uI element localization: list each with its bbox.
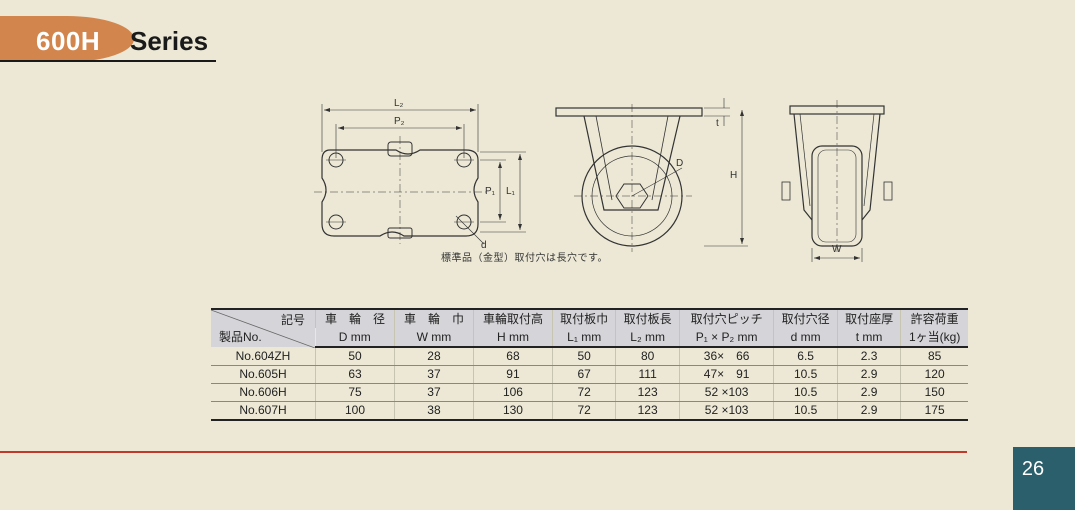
col-header-bottom: d mm <box>773 328 838 348</box>
table-cell: 38 <box>393 401 474 421</box>
label-t: t <box>716 118 719 129</box>
table-cell: 150 <box>900 383 968 402</box>
page-number-box <box>1013 447 1075 510</box>
table-cell: 63 <box>315 365 395 384</box>
table-cell: 52 ×103 <box>678 383 774 402</box>
product-no-cell: No.605H <box>211 365 316 384</box>
spec-table: 記号 製品No. 車 輪 径 車 輪 巾 車輪取付高 取付板巾 取付板長 取付穴… <box>211 308 968 421</box>
col-header-bottom: H mm <box>472 328 553 348</box>
label-p1: P₁ <box>485 186 496 197</box>
table-cell: 106 <box>472 383 553 402</box>
col-header-top: 車 輪 径 <box>315 308 395 328</box>
col-header-top: 許容荷重 <box>900 308 968 328</box>
col-header-bottom: P₁ × P₂ mm <box>678 328 774 348</box>
col-header-top: 車輪取付高 <box>472 308 553 328</box>
col-header-bottom: 1ヶ当(kg) <box>900 328 968 348</box>
label-p2: P₂ <box>394 116 405 127</box>
table-cell: 123 <box>615 401 680 421</box>
table-cell: 28 <box>393 347 474 366</box>
table-cell: 37 <box>393 365 474 384</box>
col-header-bottom: L₂ mm <box>615 328 680 348</box>
title-underline <box>0 60 216 62</box>
table-cell: 2.9 <box>836 401 901 421</box>
series-badge <box>0 16 134 62</box>
table-cell: 123 <box>615 383 680 402</box>
col-header-bottom: L₁ mm <box>551 328 616 348</box>
series-word: Series <box>130 26 209 56</box>
table-cell: 37 <box>393 383 474 402</box>
table-cell: 67 <box>551 365 616 384</box>
plan-view-drawing <box>314 104 526 245</box>
col-header-top: 取付座厚 <box>836 308 901 328</box>
table-cell: 100 <box>315 401 395 421</box>
table-header-row-bottom: D mm W mm H mm L₁ mm L₂ mm P₁ × P₂ mm d … <box>211 328 968 348</box>
table-cell: 2.9 <box>836 365 901 384</box>
label-l2: L₂ <box>394 98 404 109</box>
product-no-cell: No.607H <box>211 401 316 421</box>
product-no-cell: No.606H <box>211 383 316 402</box>
label-d-wheel: D <box>676 158 683 169</box>
col-header-top: 車 輪 巾 <box>393 308 474 328</box>
corner-bottom-label: 製品No. <box>219 330 262 344</box>
table-cell: 6.5 <box>773 347 838 366</box>
table-cell: 72 <box>551 383 616 402</box>
col-header-top: 取付穴径 <box>773 308 838 328</box>
table-cell: 91 <box>472 365 553 384</box>
table-cell: 175 <box>900 401 968 421</box>
col-header-bottom: t mm <box>836 328 901 348</box>
col-header-top: 取付板長 <box>615 308 680 328</box>
table-cell: 10.5 <box>773 401 838 421</box>
corner-diagonal <box>211 310 315 348</box>
table-cell: 68 <box>472 347 553 366</box>
table-cell: 10.5 <box>773 365 838 384</box>
table-cell: 52 ×103 <box>678 401 774 421</box>
front-view-drawing <box>781 100 893 262</box>
corner-header-cell: 記号 製品No. <box>211 308 316 348</box>
series-code: 600H <box>36 26 101 56</box>
table-cell: 36× 66 <box>678 347 774 366</box>
side-view-drawing <box>555 98 748 252</box>
product-no-cell: No.604ZH <box>211 347 316 366</box>
table-cell: 80 <box>615 347 680 366</box>
table-header-row-top: 記号 製品No. 車 輪 径 車 輪 巾 車輪取付高 取付板巾 取付板長 取付穴… <box>211 308 968 348</box>
table-cell: 47× 91 <box>678 365 774 384</box>
table-cell: 10.5 <box>773 383 838 402</box>
col-header-top: 取付板巾 <box>551 308 616 328</box>
table-cell: 75 <box>315 383 395 402</box>
col-header-bottom: D mm <box>315 328 395 348</box>
page-number: 26 <box>1021 458 1045 480</box>
label-w: W <box>832 244 842 255</box>
col-header-bottom: W mm <box>393 328 474 348</box>
col-header-top: 取付穴ピッチ <box>678 308 774 328</box>
table-cell: 2.9 <box>836 383 901 402</box>
table-cell: 85 <box>900 347 968 366</box>
table-cell: 130 <box>472 401 553 421</box>
drawing-caption: 標準品（金型）取付穴は長穴です。 <box>441 253 608 264</box>
footer-rule <box>0 451 967 453</box>
table-cell: 2.3 <box>836 347 901 366</box>
table-cell: 111 <box>615 365 680 384</box>
label-l1: L₁ <box>506 186 516 197</box>
label-h: H <box>730 170 737 181</box>
corner-top-label: 記号 <box>280 313 305 327</box>
table-cell: 50 <box>315 347 395 366</box>
table-cell: 72 <box>551 401 616 421</box>
table-cell: 50 <box>551 347 616 366</box>
label-d-hole: d <box>481 240 487 251</box>
table-cell: 120 <box>900 365 968 384</box>
